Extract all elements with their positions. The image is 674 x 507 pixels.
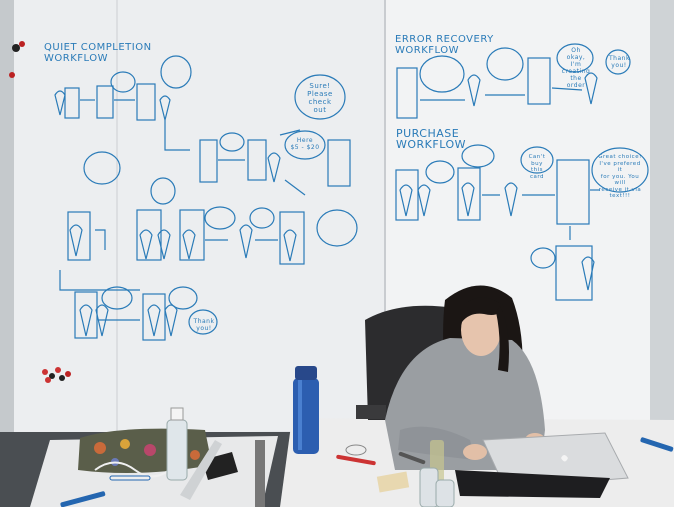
desk-leg bbox=[255, 440, 265, 507]
purchase-sketches bbox=[395, 144, 649, 301]
blue-water-bottle bbox=[293, 366, 319, 454]
purchase-title: PURCHASE WORKFLOW bbox=[396, 127, 466, 151]
error-recovery-title: ERROR RECOVERY WORKFLOW bbox=[395, 34, 494, 56]
pen bbox=[336, 454, 376, 466]
tape bbox=[376, 471, 410, 493]
magnet-cluster bbox=[42, 367, 71, 383]
speech-bubble-text: Sure! Please check out bbox=[307, 82, 333, 114]
magnet bbox=[19, 41, 25, 47]
quiet-completion-title: QUIET COMPLETION WORKFLOW bbox=[44, 42, 152, 64]
marker bbox=[60, 491, 106, 507]
magnet bbox=[9, 72, 15, 78]
water-bottle-small bbox=[166, 407, 188, 481]
pen bbox=[398, 451, 426, 465]
left-wall-edge bbox=[0, 0, 14, 470]
charging-cable bbox=[94, 461, 176, 478]
speech-bubble-text: Here $5 - $20 bbox=[290, 137, 320, 151]
speech-bubble-text: Great choice! I've prefered it for you. … bbox=[598, 154, 642, 199]
floral-pouch bbox=[78, 428, 212, 474]
glass-bottles bbox=[419, 440, 455, 507]
magnet bbox=[12, 44, 20, 52]
speech-bubble-text: Thank you! bbox=[193, 318, 215, 332]
speech-bubble-text: Can't buy this card bbox=[528, 154, 546, 180]
speech-bubble-text: Oh okay, I'm creating the order bbox=[561, 47, 591, 89]
quiet-completion-sketches bbox=[54, 55, 358, 341]
error-recovery-sketches bbox=[396, 43, 631, 119]
marker bbox=[109, 475, 151, 481]
speech-bubble-text: Thank you! bbox=[609, 55, 630, 69]
laptop bbox=[455, 432, 629, 498]
marker bbox=[640, 437, 674, 452]
cable-coil bbox=[345, 444, 367, 456]
whiteboard-left-panel bbox=[0, 0, 385, 440]
side-wall bbox=[650, 0, 674, 440]
laptop-left bbox=[180, 440, 222, 500]
person bbox=[385, 285, 545, 470]
